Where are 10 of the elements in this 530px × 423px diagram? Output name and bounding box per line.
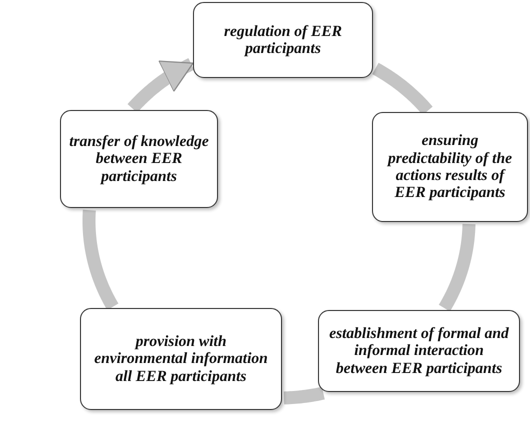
process-box <box>372 112 528 222</box>
node-label: ensuring predictability of the actions results of EER participants <box>386 132 513 202</box>
process-box <box>193 2 373 78</box>
node-label: regulation of EER participants <box>223 22 343 58</box>
process-box <box>318 310 520 392</box>
process-box <box>60 110 218 208</box>
process-box <box>80 308 282 410</box>
node-label: provision with environmental information all EER participants <box>93 332 269 386</box>
node-label: establishment of formal and informal interaction between EER participants <box>328 324 510 378</box>
node-label: transfer of knowledge between EER participants <box>69 132 209 186</box>
